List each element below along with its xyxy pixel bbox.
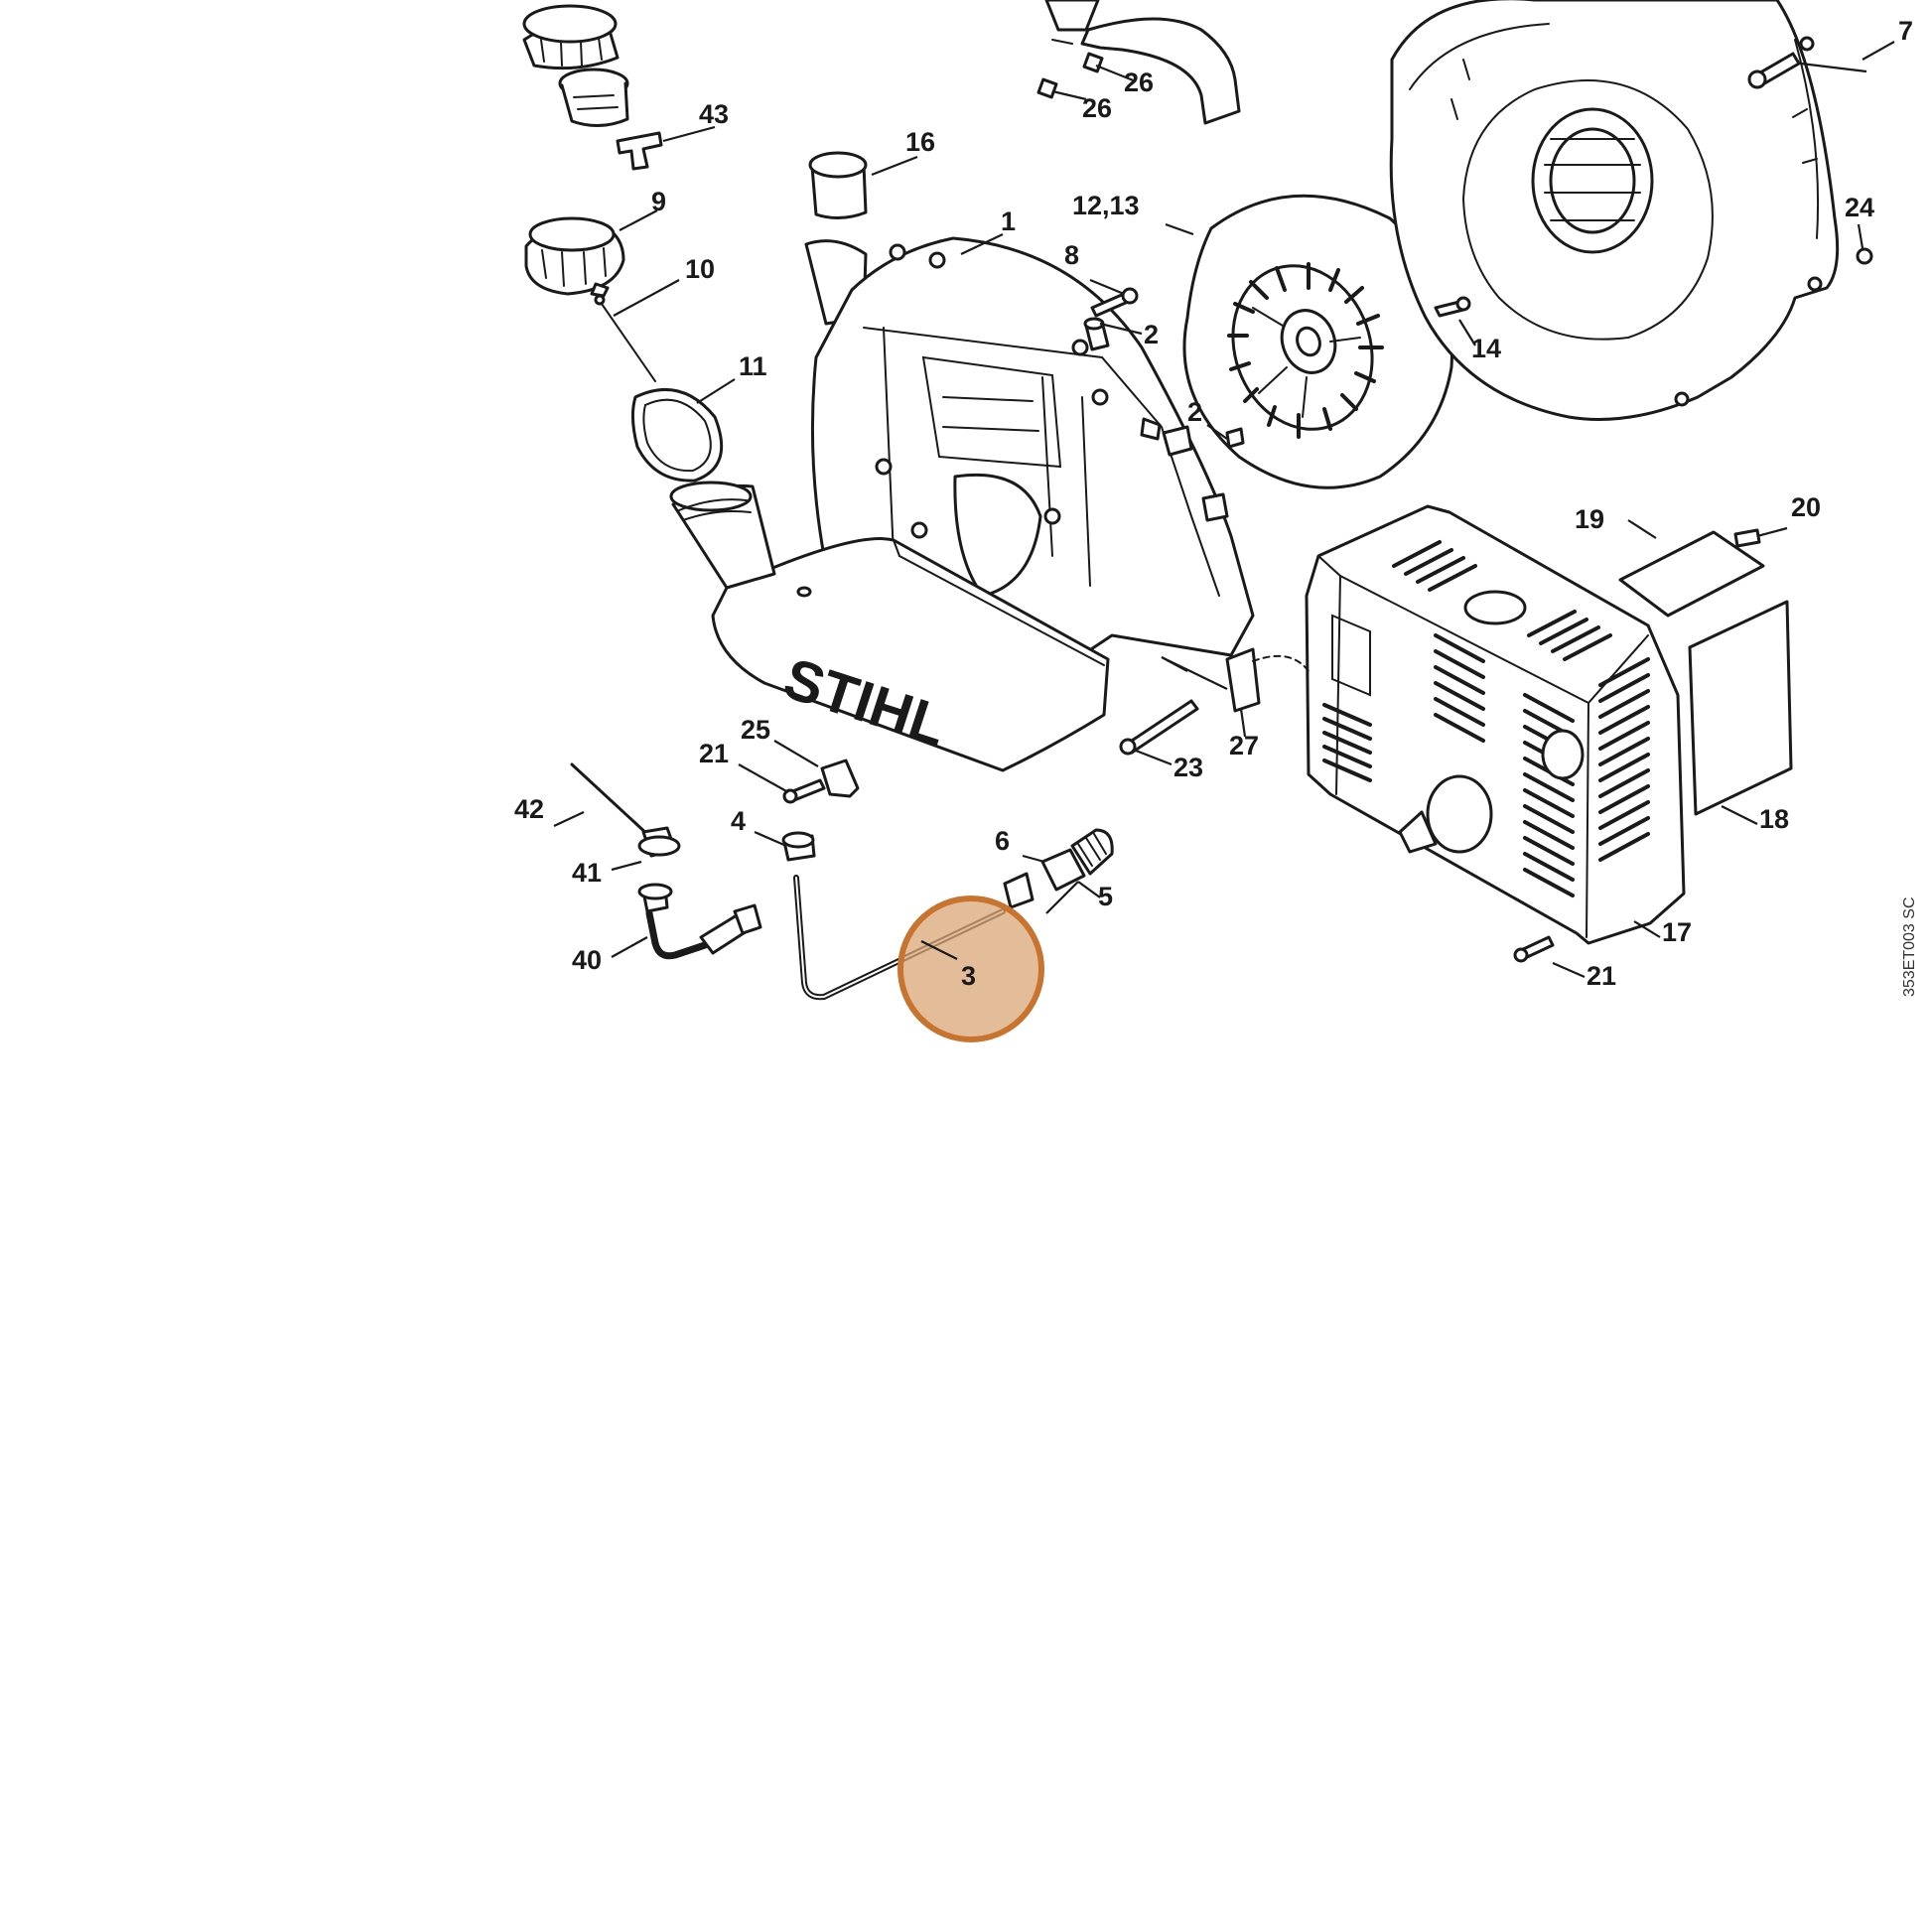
pad-20[interactable] bbox=[1733, 528, 1761, 548]
callout-41[interactable]: 41 bbox=[572, 858, 602, 888]
hose-40[interactable] bbox=[645, 903, 762, 960]
filler-cap-9[interactable] bbox=[524, 216, 625, 298]
seal-ring-11[interactable] bbox=[630, 388, 724, 483]
callout-27[interactable]: 27 bbox=[1229, 731, 1259, 760]
callout-4[interactable]: 4 bbox=[731, 806, 746, 836]
callout-21b[interactable]: 21 bbox=[1587, 961, 1616, 991]
callout-1[interactable]: 1 bbox=[1001, 207, 1016, 236]
volute-housing[interactable] bbox=[1389, 0, 1840, 421]
callout-19[interactable]: 19 bbox=[1575, 504, 1604, 534]
clip-25[interactable] bbox=[820, 759, 860, 798]
screw-21a[interactable] bbox=[782, 778, 826, 804]
callout-12-13[interactable]: 12,13 bbox=[1072, 191, 1140, 220]
callout-8[interactable]: 8 bbox=[1064, 240, 1079, 270]
callout-7[interactable]: 7 bbox=[1898, 16, 1913, 46]
impeller-12-13[interactable] bbox=[1182, 194, 1453, 489]
callout-18[interactable]: 18 bbox=[1759, 804, 1789, 834]
plate-19[interactable] bbox=[1618, 530, 1765, 618]
fitting-6[interactable] bbox=[1003, 872, 1035, 909]
callout-26b[interactable]: 26 bbox=[1082, 93, 1112, 123]
callout-2a[interactable]: 2 bbox=[1144, 320, 1159, 349]
callout-26a[interactable]: 26 bbox=[1124, 68, 1154, 97]
grommet-41[interactable] bbox=[637, 883, 673, 913]
callout-10[interactable]: 10 bbox=[685, 254, 715, 284]
fuel-line-3[interactable] bbox=[793, 875, 1006, 1001]
screw-8[interactable] bbox=[1090, 287, 1139, 318]
callout-5[interactable]: 5 bbox=[1098, 882, 1113, 911]
callout-2b[interactable]: 2 bbox=[1187, 397, 1202, 427]
vent-42[interactable] bbox=[570, 762, 681, 858]
cap-16[interactable] bbox=[808, 151, 868, 219]
callout-6[interactable]: 6 bbox=[995, 826, 1010, 856]
filler-neck[interactable] bbox=[669, 481, 776, 590]
callout-16[interactable]: 16 bbox=[905, 127, 935, 157]
screw-23[interactable] bbox=[1119, 699, 1199, 756]
callout-labels: 7 26 26 43 16 9 12,13 24 1 8 10 2 14 11 … bbox=[514, 16, 1913, 991]
callout-21a[interactable]: 21 bbox=[699, 739, 729, 768]
panel-18[interactable] bbox=[1688, 600, 1793, 816]
callout-23[interactable]: 23 bbox=[1173, 753, 1203, 782]
reference-code: 353ET003 SC bbox=[1901, 897, 1918, 997]
shroud-17[interactable] bbox=[1305, 504, 1686, 945]
filler-cap-top[interactable] bbox=[522, 4, 620, 70]
fan-housing-1[interactable] bbox=[804, 236, 1255, 657]
callout-43[interactable]: 43 bbox=[699, 99, 729, 129]
part-43-tpiece[interactable] bbox=[616, 131, 663, 171]
screw-7[interactable] bbox=[1747, 52, 1801, 89]
callout-25[interactable]: 25 bbox=[741, 715, 770, 745]
callout-24[interactable]: 24 bbox=[1845, 193, 1874, 222]
leader-lines bbox=[553, 41, 1895, 979]
callout-17[interactable]: 17 bbox=[1662, 917, 1692, 947]
leader-3 bbox=[920, 940, 958, 960]
callout-9[interactable]: 9 bbox=[651, 187, 666, 216]
square-26b[interactable] bbox=[1036, 77, 1058, 99]
screw-21b[interactable] bbox=[1513, 935, 1555, 963]
label-27[interactable] bbox=[1225, 647, 1310, 713]
highlight-circle bbox=[897, 896, 1044, 1042]
screw-2b[interactable] bbox=[1225, 427, 1245, 449]
callout-3[interactable]: 3 bbox=[961, 961, 976, 991]
handle-frame[interactable] bbox=[1044, 0, 1241, 125]
filter-5[interactable] bbox=[1040, 828, 1114, 892]
callout-40[interactable]: 40 bbox=[572, 945, 602, 975]
square-26a[interactable] bbox=[1082, 52, 1104, 73]
grommet-4[interactable] bbox=[781, 831, 816, 862]
callout-20[interactable]: 20 bbox=[1791, 492, 1821, 522]
callout-14[interactable]: 14 bbox=[1471, 334, 1501, 363]
nut-24[interactable] bbox=[1856, 247, 1873, 265]
cord-10[interactable] bbox=[594, 294, 656, 382]
callout-11[interactable]: 11 bbox=[739, 351, 767, 381]
callout-42[interactable]: 42 bbox=[514, 794, 544, 824]
screw-14[interactable] bbox=[1434, 296, 1471, 318]
strainer-part[interactable] bbox=[558, 68, 629, 127]
